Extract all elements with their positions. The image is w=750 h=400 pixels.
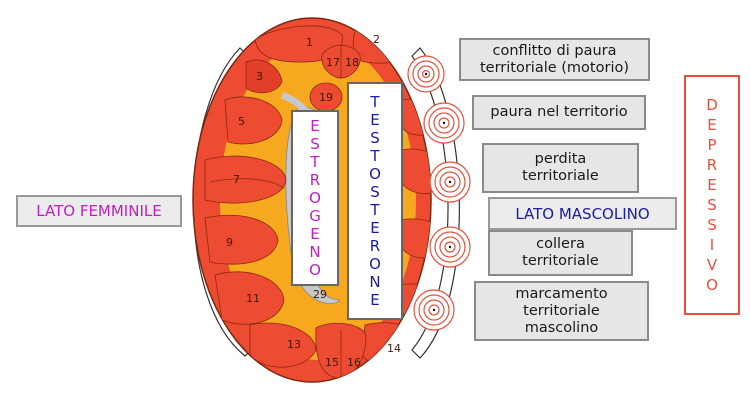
callout-collera-territoriale: collera territoriale bbox=[488, 230, 633, 276]
vertical-letter: T bbox=[370, 201, 380, 219]
vertical-letter: E bbox=[310, 117, 320, 135]
zone-label-19: 19 bbox=[319, 91, 333, 104]
vertical-letter: E bbox=[370, 291, 380, 309]
callout-conflitto-paura: conflitto di paura territoriale (motorio… bbox=[459, 38, 650, 81]
zone-label-5: 5 bbox=[238, 115, 245, 128]
target-3 bbox=[429, 161, 471, 203]
lato-mascolino-label: LATO MASCOLINO bbox=[488, 197, 677, 230]
vertical-letter: S bbox=[370, 129, 380, 147]
vertical-letter: N bbox=[309, 243, 321, 261]
zone-11 bbox=[214, 271, 285, 325]
target-4 bbox=[429, 226, 471, 268]
vertical-letter: S bbox=[370, 183, 380, 201]
zone-label-16: 16 bbox=[347, 356, 361, 369]
zone-label-13: 13 bbox=[287, 338, 301, 351]
vertical-letter: E bbox=[707, 116, 717, 134]
vertical-letter: E bbox=[370, 219, 380, 237]
zone-label-9: 9 bbox=[226, 236, 233, 249]
zone-9 bbox=[204, 214, 279, 265]
vertical-letter: R bbox=[706, 156, 718, 174]
zone-label-7: 7 bbox=[233, 173, 240, 186]
vertical-letter: P bbox=[707, 136, 717, 154]
vertical-letter: R bbox=[369, 237, 381, 255]
zone-5 bbox=[224, 96, 283, 145]
vertical-letter: E bbox=[707, 176, 717, 194]
vertical-letter: O bbox=[369, 165, 381, 183]
zone-label-1: 1 bbox=[306, 36, 313, 49]
zone-label-29: 29 bbox=[313, 288, 327, 301]
callout-paura-territorio: paura nel territorio bbox=[472, 95, 646, 130]
vertical-letter: O bbox=[369, 255, 381, 273]
zone-label-18: 18 bbox=[345, 56, 359, 69]
zone-label-11: 11 bbox=[246, 292, 260, 305]
vertical-letter: T bbox=[370, 147, 380, 165]
callout-perdita-territoriale: perdita territoriale bbox=[482, 143, 639, 193]
vertical-letter: N bbox=[369, 273, 381, 291]
vertical-letter: E bbox=[310, 225, 320, 243]
vertical-letter: S bbox=[707, 196, 717, 214]
vertical-letter: T bbox=[370, 93, 380, 111]
vertical-letter: S bbox=[310, 135, 320, 153]
target-5 bbox=[413, 289, 455, 331]
vertical-letter: E bbox=[370, 111, 380, 129]
zone-7 bbox=[204, 155, 287, 204]
vertical-letter: T bbox=[310, 153, 320, 171]
callout-marcamento: marcamento territoriale mascolino bbox=[474, 281, 649, 341]
vertical-letter: D bbox=[706, 96, 718, 114]
target-2 bbox=[423, 102, 465, 144]
zone-numbers: 1 2 3 5 7 9 11 13 15 16 14 17 18 19 29 bbox=[226, 33, 401, 369]
zone-label-15: 15 bbox=[325, 356, 339, 369]
zone-label-14: 14 bbox=[387, 342, 401, 355]
focus-targets bbox=[407, 55, 471, 331]
zone-label-3: 3 bbox=[256, 70, 263, 83]
zone-13 bbox=[249, 322, 317, 368]
vertical-letter: O bbox=[309, 261, 321, 279]
vertical-letter: O bbox=[309, 189, 321, 207]
vertical-letter: O bbox=[706, 276, 718, 294]
vertical-letter: S bbox=[707, 216, 717, 234]
target-1 bbox=[407, 55, 445, 93]
vertical-letter: R bbox=[309, 171, 321, 189]
zone-label-17: 17 bbox=[326, 56, 340, 69]
lato-femminile-label: LATO FEMMINILE bbox=[16, 195, 182, 227]
vertical-letter: G bbox=[309, 207, 321, 225]
vertical-letter: I bbox=[709, 236, 715, 254]
zone-3 bbox=[245, 59, 283, 94]
vertical-letter: V bbox=[706, 256, 718, 274]
zone-label-2: 2 bbox=[373, 33, 380, 46]
